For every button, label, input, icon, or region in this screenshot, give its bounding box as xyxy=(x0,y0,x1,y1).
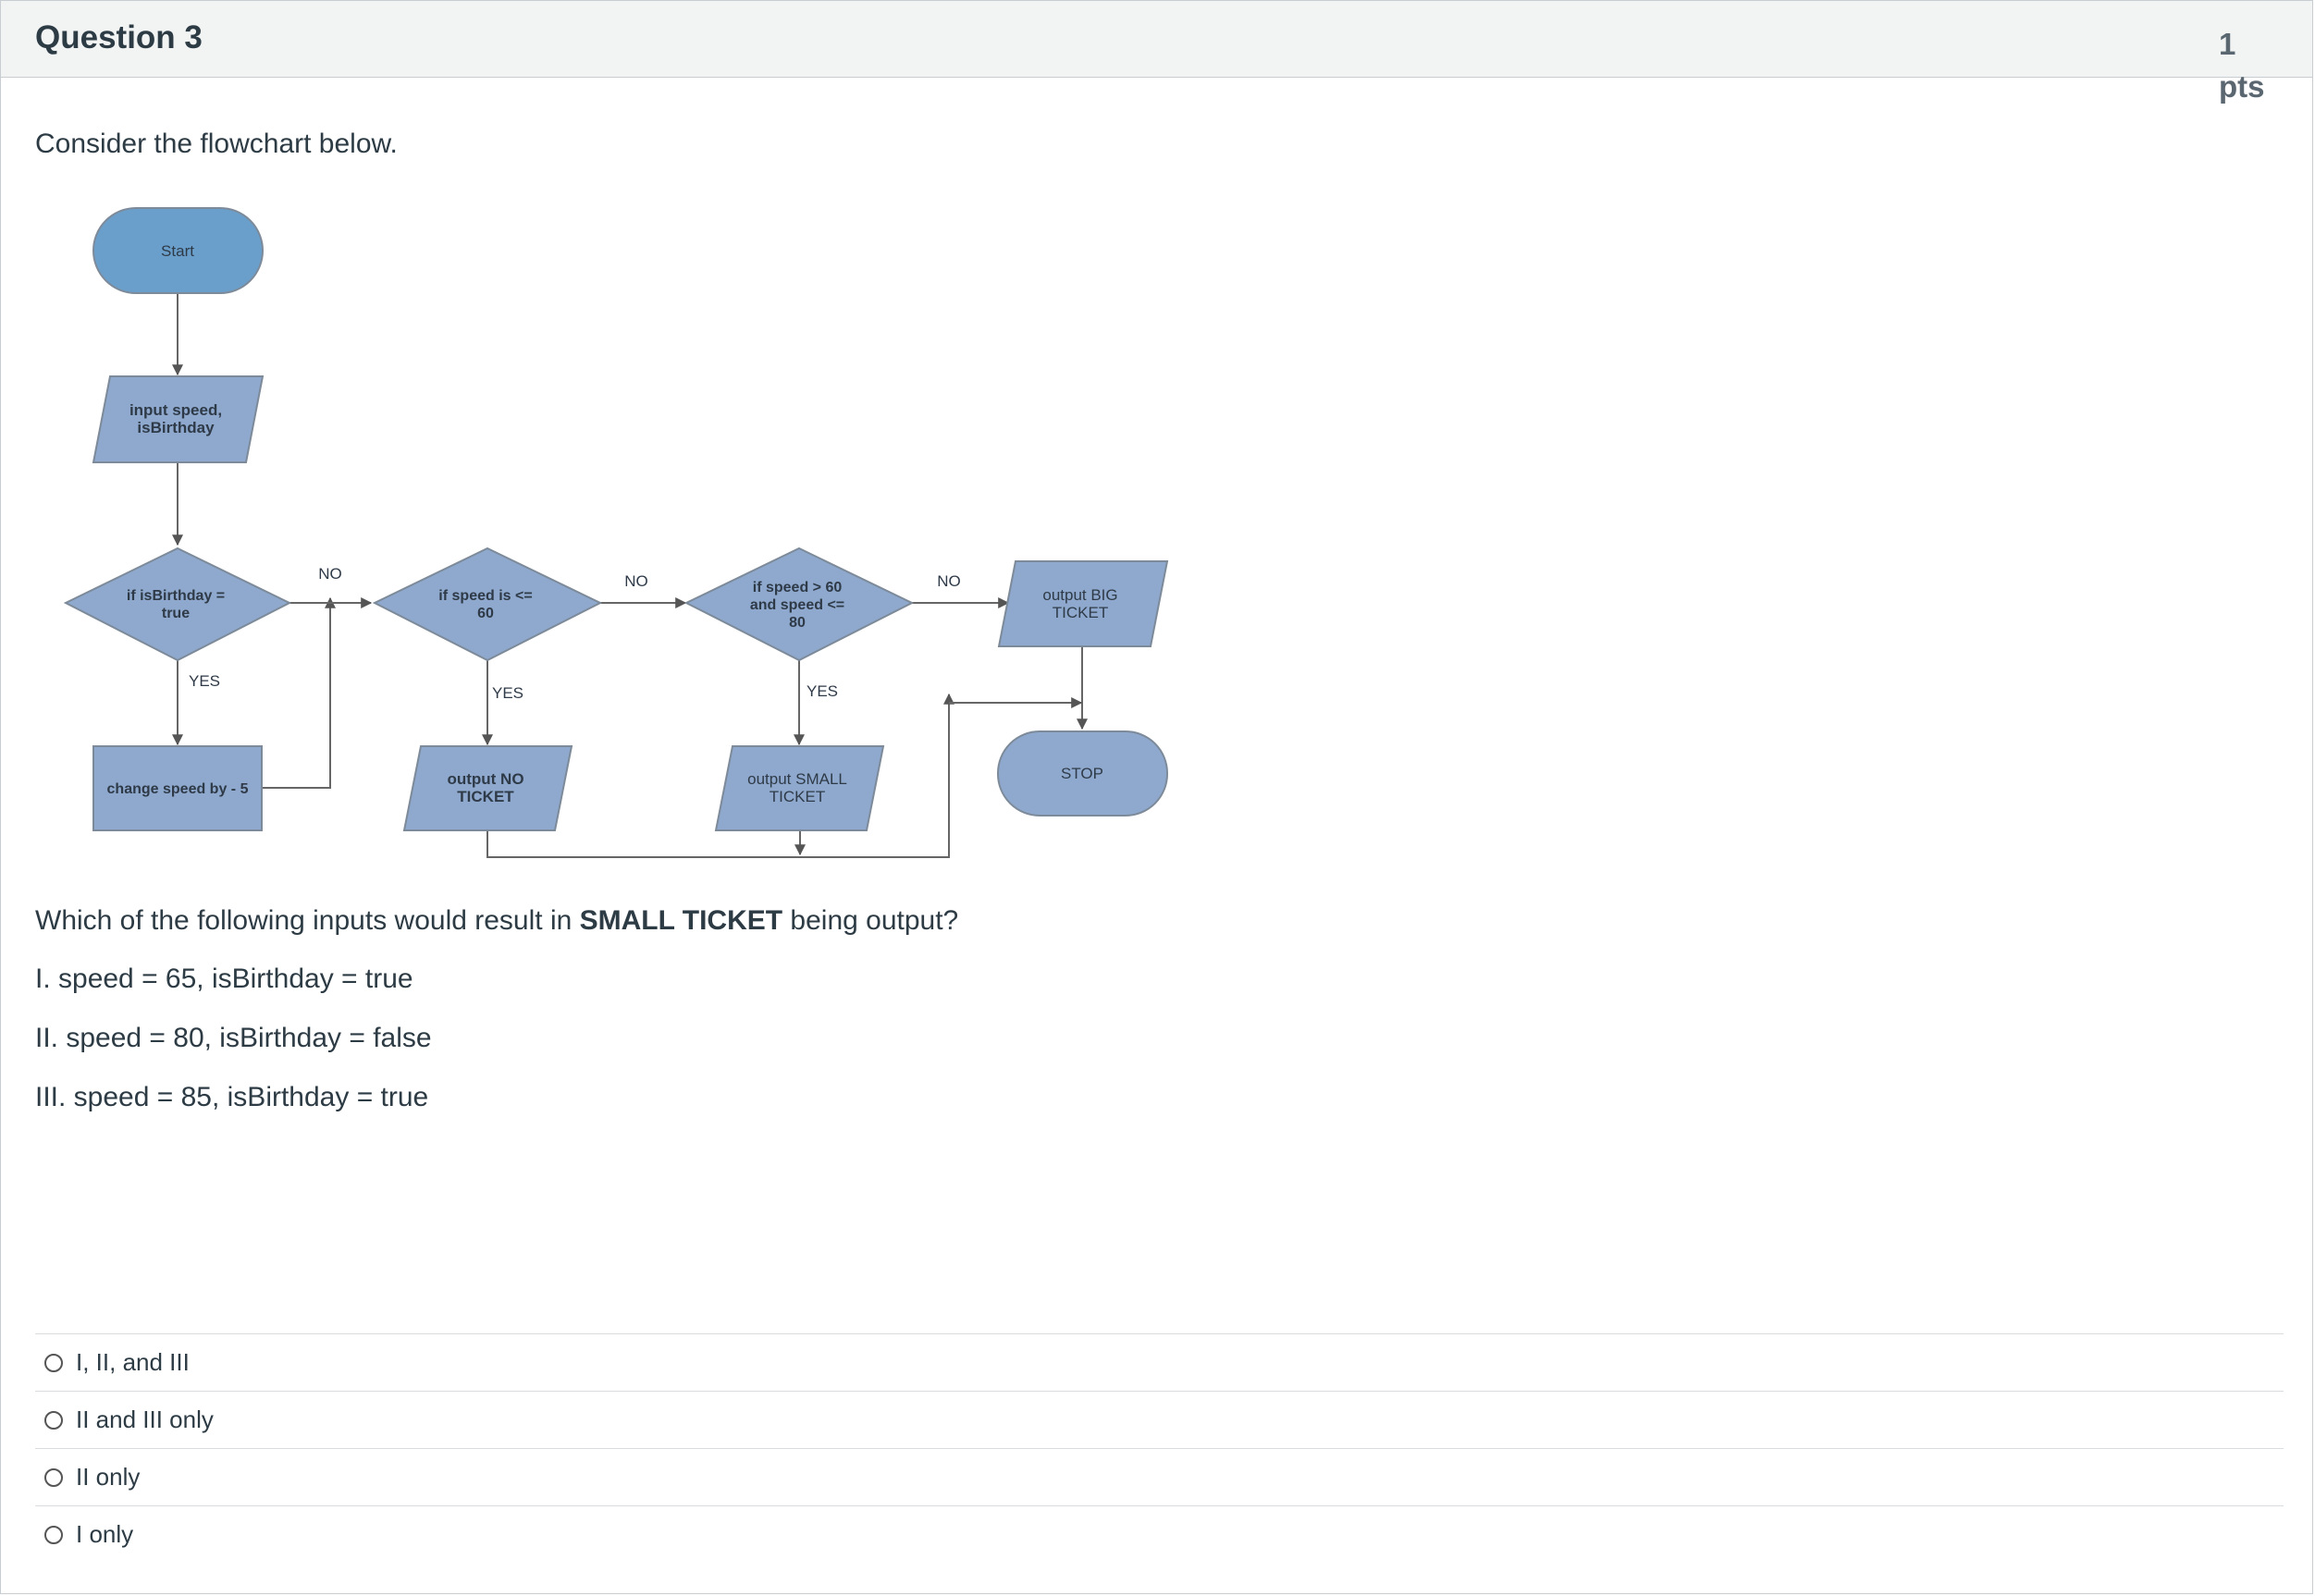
answer-label: I, II, and III xyxy=(76,1348,190,1376)
branch-label-yes-2: YES xyxy=(492,684,523,702)
flowchart-diagram: Start input speed, isBirthday if isBirth… xyxy=(63,207,1169,858)
decision1-line2: true xyxy=(162,606,190,621)
input-label-line2: isBirthday xyxy=(137,419,215,436)
answer-option[interactable]: II only xyxy=(35,1448,2284,1505)
decision2-line2: 60 xyxy=(477,606,494,621)
output-small-line1: output SMALL xyxy=(747,770,847,788)
flow-decision-speed-80: if speed > 60 and speed <= 80 xyxy=(683,546,915,662)
prompt-prefix: Which of the following inputs would resu… xyxy=(35,905,580,936)
question-title: Question 3 xyxy=(35,19,203,55)
radio-button[interactable] xyxy=(44,1353,63,1372)
start-label: Start xyxy=(161,242,194,260)
answer-label: I only xyxy=(76,1520,134,1548)
statement-i: I. speed = 65, isBirthday = true xyxy=(35,964,413,994)
stop-label: STOP xyxy=(1061,765,1103,782)
flow-decision-speed-60: if speed is <= 60 xyxy=(372,546,603,662)
input-label-line1: input speed, xyxy=(129,401,222,419)
answer-option[interactable]: II and III only xyxy=(35,1391,2284,1448)
output-small-line2: TICKET xyxy=(770,788,825,805)
radio-button[interactable] xyxy=(44,1467,63,1487)
connector-no-ticket-merge xyxy=(486,693,954,858)
question-intro: Consider the flowchart below. xyxy=(35,129,398,159)
question-prompt: Which of the following inputs would resu… xyxy=(35,905,958,937)
flowchart-connectors xyxy=(172,293,1088,858)
question-points: 1 pts xyxy=(2219,23,2293,108)
radio-button[interactable] xyxy=(44,1525,63,1544)
statement-iii: III. speed = 85, isBirthday = true xyxy=(35,1082,429,1112)
flow-output-no-ticket: output NO TICKET xyxy=(402,745,573,831)
flow-input-node: input speed, isBirthday xyxy=(92,375,265,463)
answer-option[interactable]: I, II, and III xyxy=(35,1333,2284,1391)
branch-label-yes-1: YES xyxy=(189,672,220,690)
prompt-emphasis: SMALL TICKET xyxy=(579,905,783,936)
answer-label: II and III only xyxy=(76,1406,214,1433)
flow-decision-birthday: if isBirthday = true xyxy=(63,546,292,662)
statement-ii: II. speed = 80, isBirthday = false xyxy=(35,1023,432,1053)
decision3-line1: if speed > 60 xyxy=(753,580,843,595)
answer-option[interactable]: I only xyxy=(35,1505,2284,1563)
branch-label-no-2: NO xyxy=(624,572,648,590)
output-no-line1: output NO xyxy=(447,770,523,788)
flow-change-speed: change speed by - 5 xyxy=(92,745,263,831)
answer-label: II only xyxy=(76,1463,141,1491)
branch-label-yes-3: YES xyxy=(807,682,838,700)
flow-output-small-ticket: output SMALL TICKET xyxy=(714,745,885,831)
change-speed-label: change speed by - 5 xyxy=(107,781,249,797)
decision3-line3: 80 xyxy=(789,615,806,631)
points-unit: pts xyxy=(2219,69,2265,104)
branch-label-no-3: NO xyxy=(937,572,961,590)
decision3-line2: and speed <= xyxy=(750,597,844,613)
answer-list: I, II, and III II and III only II only I… xyxy=(35,1333,2284,1563)
output-big-line2: TICKET xyxy=(1053,604,1108,621)
prompt-suffix: being output? xyxy=(782,905,959,936)
decision1-line1: if isBirthday = xyxy=(127,588,225,604)
connector-change-loop xyxy=(261,596,336,789)
points-value: 1 xyxy=(2219,27,2236,61)
decision2-line1: if speed is <= xyxy=(438,588,532,604)
flow-start-terminal: Start xyxy=(92,207,264,294)
output-big-line1: output BIG xyxy=(1042,586,1117,604)
output-no-line2: TICKET xyxy=(457,788,514,805)
radio-button[interactable] xyxy=(44,1410,63,1430)
question-header: Question 3 1 pts xyxy=(1,1,2312,104)
flow-stop-terminal: STOP xyxy=(997,730,1168,816)
flow-output-big-ticket: output BIG TICKET xyxy=(997,560,1169,647)
branch-label-no-1: NO xyxy=(318,565,342,583)
